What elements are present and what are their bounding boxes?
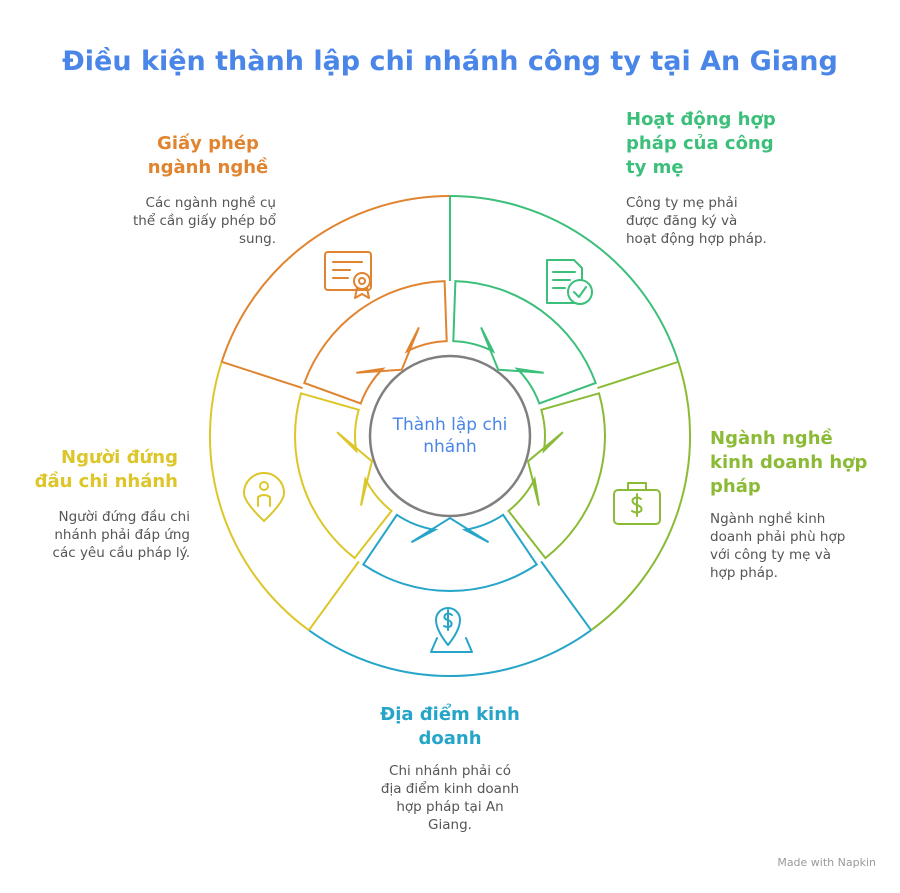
description-line: hoạt động hợp pháp. xyxy=(626,231,767,247)
heading-line: kinh doanh hợp xyxy=(710,452,868,473)
description-nganh-nghe: Ngành nghề kinh doanh phải phù hợp với c… xyxy=(710,510,890,582)
heading-line: Địa điểm kinh xyxy=(380,704,520,725)
arrow-nganh-nghe xyxy=(507,392,606,560)
inward-arrows xyxy=(294,280,606,593)
heading-giay-phep: Giấy phép ngành nghề xyxy=(133,132,283,180)
description-line: Người đứng đầu chi xyxy=(58,509,191,525)
description-line: địa điểm kinh doanh xyxy=(380,781,520,797)
description-line: Ngành nghề kinh xyxy=(710,511,826,527)
description-line: nhánh phải đáp ứng xyxy=(54,527,190,543)
description-hoat-dong: Công ty mẹ phải được đăng ký và hoạt độn… xyxy=(626,194,806,248)
heading-line: pháp xyxy=(710,476,761,497)
outer-divider xyxy=(308,560,360,631)
description-line: Chi nhánh phải có xyxy=(389,763,511,779)
napkin-footer: Made with Napkin xyxy=(777,856,876,869)
description-nguoi-dung-dau: Người đứng đầu chi nhánh phải đáp ứng cá… xyxy=(20,508,190,562)
outer-ring xyxy=(208,195,692,678)
page-title: Điều kiện thành lập chi nhánh công ty tạ… xyxy=(62,46,838,77)
outer-arc-nguoi-dung-dau xyxy=(208,361,310,632)
arrow-giay-phep xyxy=(303,280,448,405)
description-line: Công ty mẹ phải xyxy=(626,195,738,211)
heading-line: Người đứng xyxy=(61,447,178,468)
certificate-icon xyxy=(324,251,372,299)
arrow-hoat-dong xyxy=(452,280,597,405)
outer-divider xyxy=(597,360,679,390)
outer-arc-hoat-dong xyxy=(449,195,680,363)
heading-line: Giấy phép xyxy=(157,133,259,154)
center-circle xyxy=(368,354,532,518)
description-dia-diem: Chi nhánh phải có địa điểm kinh doanh hợ… xyxy=(360,762,540,834)
heading-nguoi-dung-dau: Người đứng đầu chi nhánh xyxy=(20,446,178,494)
description-line: với công ty mẹ và xyxy=(710,547,831,563)
description-line: hợp pháp tại An xyxy=(396,799,504,815)
heading-line: pháp của công xyxy=(626,133,774,154)
heading-line: ty mẹ xyxy=(626,157,684,178)
person-pin-icon xyxy=(243,472,285,522)
center-label-line: Thành lập chi xyxy=(392,415,508,435)
outer-arc-giay-phep xyxy=(220,195,451,363)
arrow-dia-diem xyxy=(361,513,539,593)
outer-divider xyxy=(540,560,592,631)
center-label-line: nhánh xyxy=(423,437,477,457)
heading-line: doanh xyxy=(418,728,482,749)
heading-nganh-nghe: Ngành nghề kinh doanh hợp pháp xyxy=(710,427,890,499)
heading-line: Hoạt động hợp xyxy=(626,109,776,130)
description-line: các yêu cầu pháp lý. xyxy=(52,545,190,561)
description-line: Các ngành nghề cụ xyxy=(145,195,276,211)
description-giay-phep: Các ngành nghề cụ thể cần giấy phép bổ s… xyxy=(118,194,276,248)
description-line: được đăng ký và xyxy=(626,213,738,229)
heading-line: đầu chi nhánh xyxy=(34,471,178,492)
description-line: sung. xyxy=(238,231,276,247)
description-line: Giang. xyxy=(428,817,472,833)
money-briefcase-icon xyxy=(613,482,661,525)
checked-document-icon xyxy=(546,259,593,305)
description-line: thể cần giấy phép bổ xyxy=(133,213,276,229)
description-line: doanh phải phù hợp xyxy=(710,529,846,545)
heading-hoat-dong: Hoạt động hợp pháp của công ty mẹ xyxy=(626,108,806,180)
heading-line: Ngành nghề xyxy=(710,428,833,449)
outer-divider xyxy=(221,360,303,390)
location-dollar-icon xyxy=(430,607,473,653)
outer-arc-nganh-nghe xyxy=(590,361,692,632)
description-line: hợp pháp. xyxy=(710,565,778,581)
heading-line: ngành nghề xyxy=(147,157,269,178)
arrow-nguoi-dung-dau xyxy=(294,392,393,560)
heading-dia-diem: Địa điểm kinh doanh xyxy=(360,703,540,751)
center-label: Thành lập chi nhánh xyxy=(370,414,530,458)
outer-arc-dia-diem xyxy=(308,629,592,678)
